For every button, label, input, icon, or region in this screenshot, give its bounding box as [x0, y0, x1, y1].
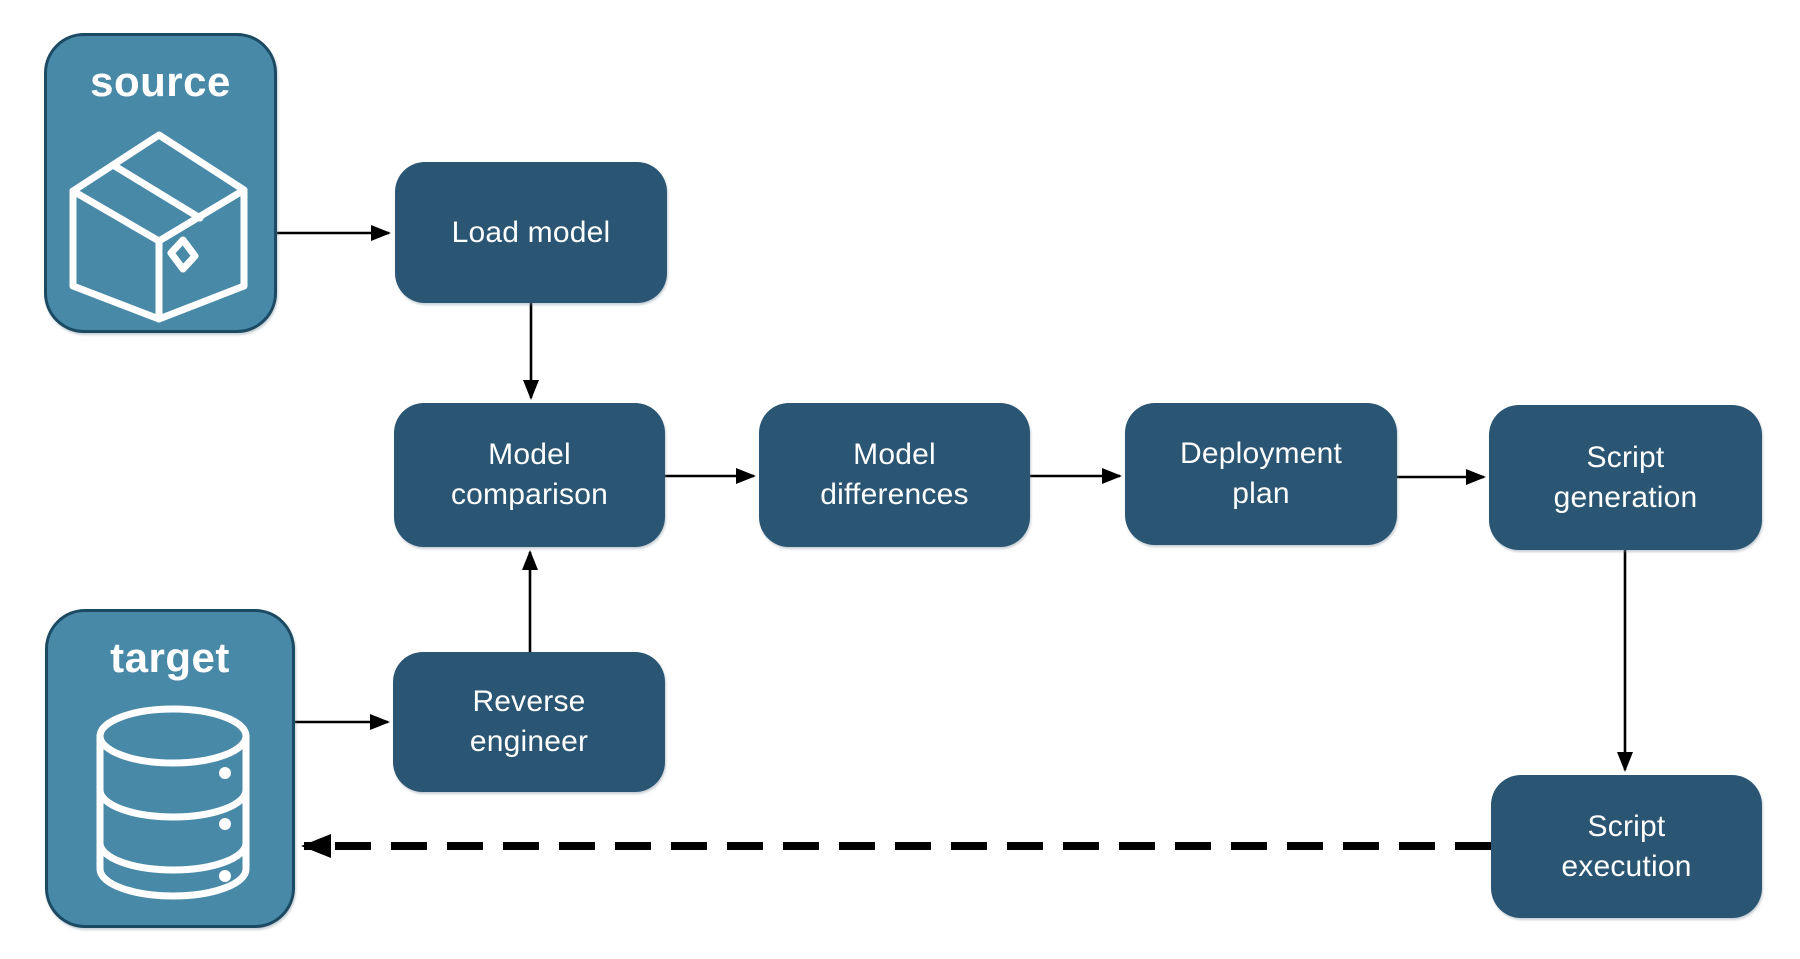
container-target: target	[45, 609, 295, 928]
node-label: Load model	[451, 215, 611, 249]
target-label: target	[110, 634, 230, 681]
source-label: source	[90, 58, 231, 105]
node-script-execution: Script execution	[1491, 775, 1762, 918]
node-load-model: Load model	[395, 162, 667, 303]
node-label: Script generation	[1553, 440, 1698, 514]
node-model-differences: Model differences	[759, 403, 1030, 547]
node-reverse-engineer: Reverse engineer	[393, 652, 665, 792]
node-label: Model comparison	[450, 438, 609, 511]
package-icon	[69, 131, 248, 323]
database-icon	[96, 705, 250, 900]
node-script-generation: Script generation	[1489, 405, 1762, 550]
node-model-comparison: Model comparison	[394, 403, 665, 547]
node-label: Reverse engineer	[469, 685, 589, 758]
container-source: source	[44, 33, 277, 333]
node-label: Script execution	[1561, 809, 1692, 883]
node-label: Model differences	[820, 438, 969, 511]
node-deployment-plan: Deployment plan	[1125, 403, 1397, 545]
node-label: Deployment plan	[1179, 437, 1343, 510]
